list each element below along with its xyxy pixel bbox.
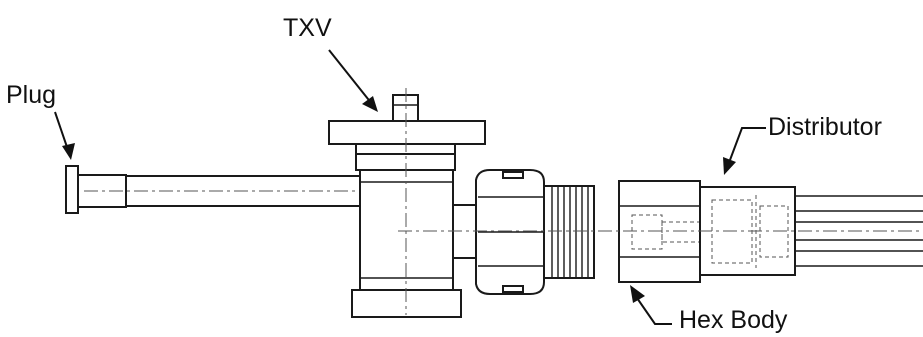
plug-label: Plug	[6, 81, 56, 109]
txv-label: TXV	[283, 14, 332, 42]
txv-leader	[328, 49, 378, 112]
distributor-label: Distributor	[768, 113, 882, 141]
distributor-tubes	[795, 195, 923, 267]
flare-nut	[475, 169, 545, 295]
plug	[65, 165, 363, 214]
centerlines	[84, 88, 923, 315]
hex-body-leader	[630, 285, 672, 325]
threaded-fitting	[543, 185, 595, 279]
plug-leader	[54, 111, 75, 160]
hex-body-label: Hex Body	[679, 306, 788, 334]
distributor-leader	[723, 127, 766, 175]
